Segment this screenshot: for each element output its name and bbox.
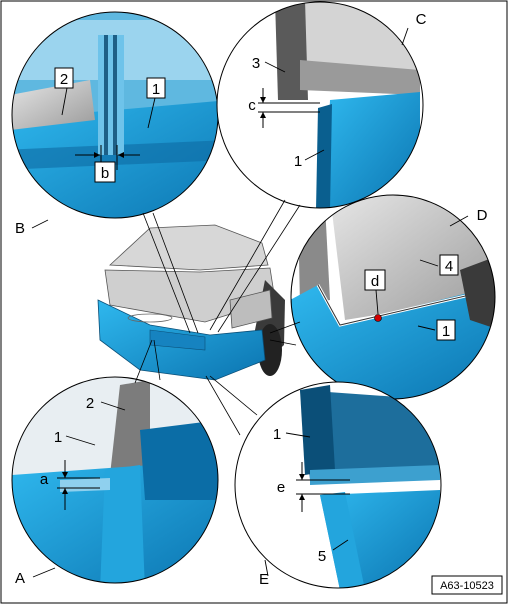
part-label-box-1-d: [436, 319, 456, 341]
measure-point-marker: [374, 314, 382, 322]
gap-label-a: a: [40, 471, 49, 488]
part-label-1-b: 1: [152, 81, 160, 98]
detail-view-a: [11, 376, 219, 584]
gap-label-box-b: [94, 161, 116, 183]
detail-view-b: [11, 11, 219, 219]
figure-id-box: [431, 575, 503, 595]
figure-id: A63-10523: [440, 580, 494, 592]
part-label-1-d: 1: [442, 323, 450, 340]
view-label-a: A: [15, 570, 25, 587]
part-label-3-c: 3: [252, 55, 260, 72]
leader-lines: [31, 27, 469, 578]
connector-lines: [134, 199, 301, 436]
gap-label-e: e: [277, 479, 285, 496]
view-label-e: E: [259, 571, 269, 588]
gap-label-d: d: [371, 273, 379, 290]
view-label-d: D: [477, 207, 488, 224]
car-illustration: [97, 224, 285, 381]
view-label-b: B: [15, 220, 25, 237]
part-label-box-1-b: [146, 77, 166, 99]
part-label-box-2-b: [54, 67, 74, 89]
gap-label-box-d: [364, 269, 386, 291]
part-label-1-e: 1: [273, 426, 281, 443]
part-label-2-b: 2: [60, 71, 68, 88]
gap-label-b: b: [101, 165, 109, 182]
detail-view-d: [290, 194, 496, 400]
view-label-c: C: [416, 11, 427, 28]
part-label-5-e: 5: [318, 548, 326, 565]
part-label-1-a: 1: [54, 429, 62, 446]
part-label-1-c: 1: [294, 153, 302, 170]
part-label-4-d: 4: [445, 258, 453, 275]
detail-view-e: [234, 381, 442, 589]
part-label-2-a: 2: [86, 395, 94, 412]
part-label-box-4-d: [439, 254, 459, 276]
gap-label-c: c: [248, 97, 256, 114]
